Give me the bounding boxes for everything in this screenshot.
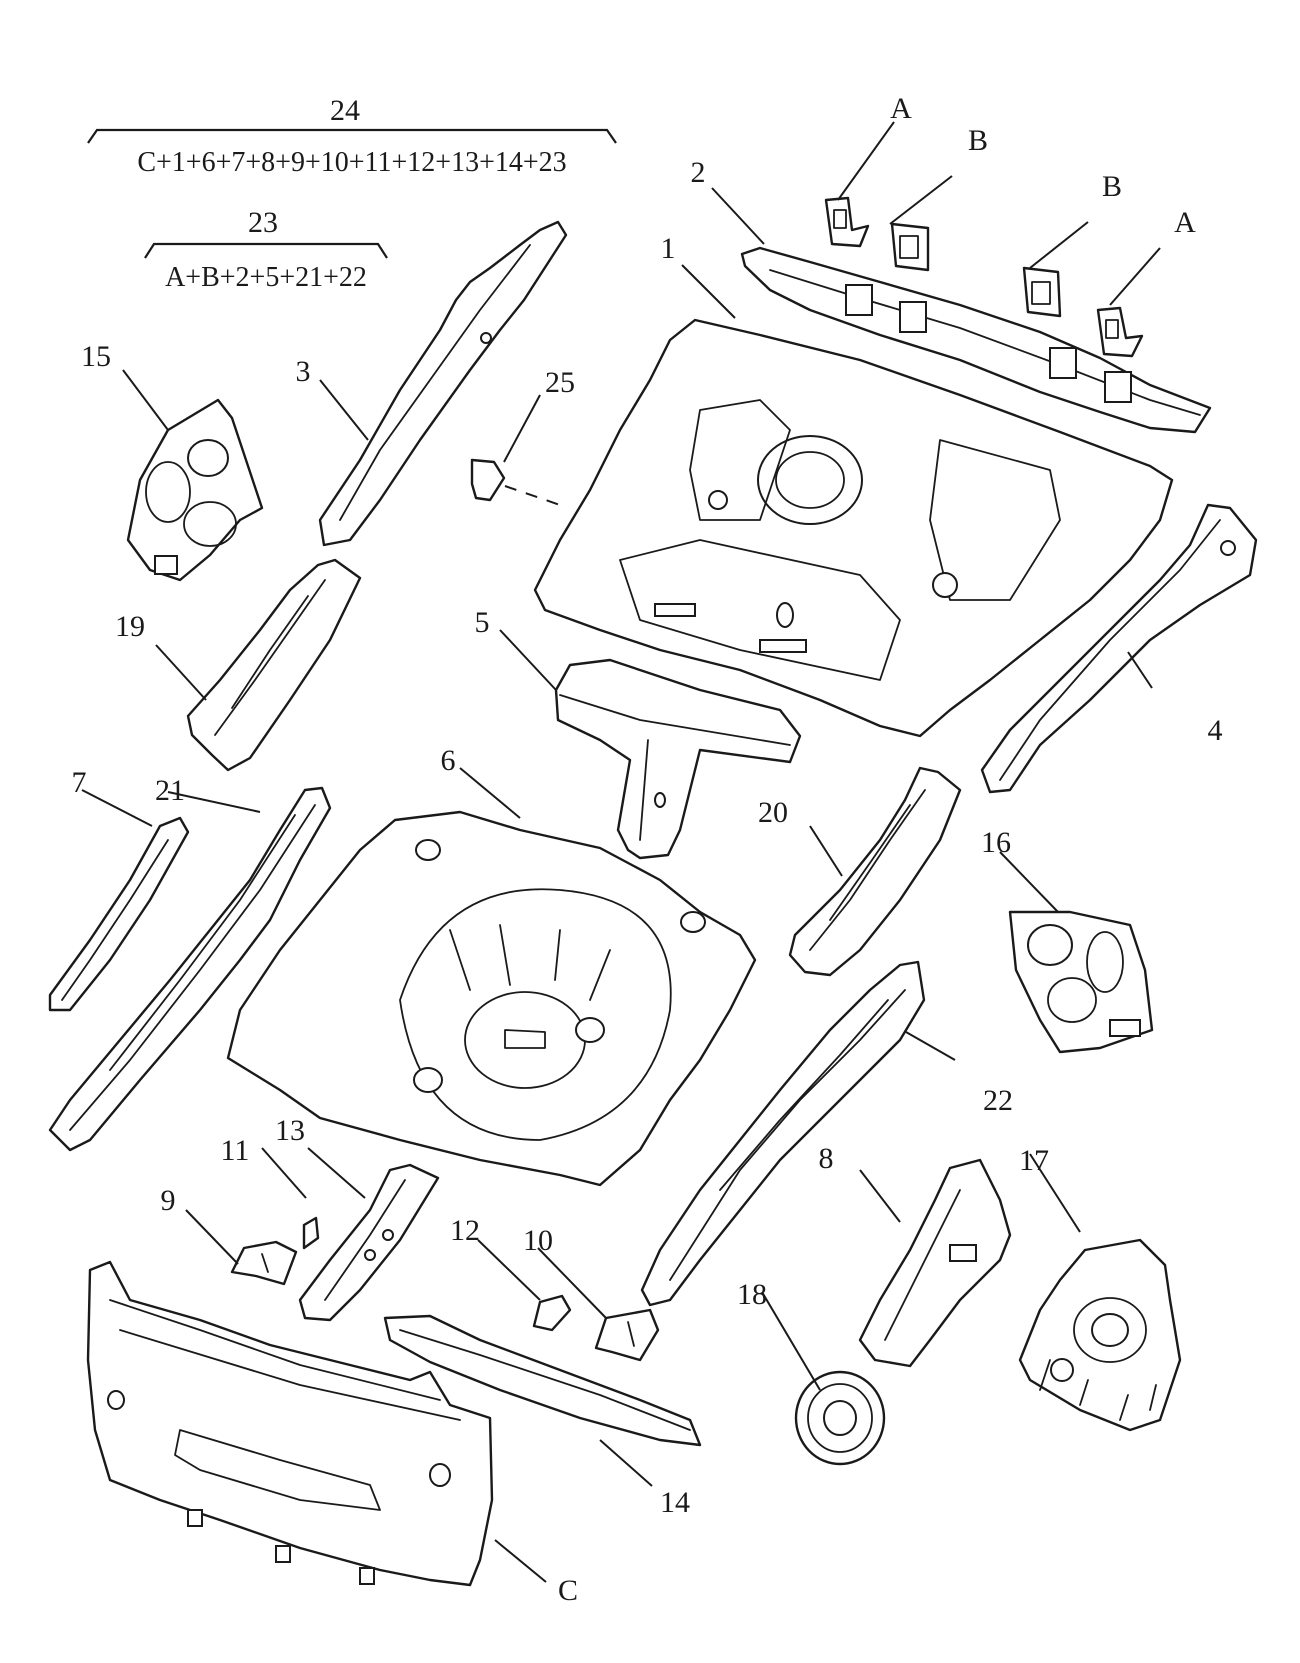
label-16: 16 (981, 826, 1011, 859)
part-21-rail (48, 786, 332, 1152)
part-7-trim (48, 816, 190, 1012)
label-19: 19 (115, 610, 145, 643)
label-B-right: B (1102, 170, 1122, 203)
part-15-plate (126, 398, 264, 582)
assembly-23-number: 23 (248, 206, 278, 239)
part-B-clip-left (890, 222, 930, 272)
part-12-bracket (532, 1294, 572, 1332)
label-20: 20 (758, 796, 788, 829)
part-A-clip-left (824, 196, 870, 248)
label-18: 18 (737, 1278, 767, 1311)
assembly-23-formula: A+B+2+5+21+22 (165, 262, 367, 293)
label-6: 6 (441, 744, 456, 777)
assembly-24-formula: C+1+6+7+8+9+10+11+12+13+14+23 (137, 147, 566, 178)
part-4-side-rail-right (980, 503, 1258, 794)
leader-lines (81, 121, 1161, 1583)
part-18-plug (794, 1370, 886, 1466)
part-13-rail (298, 1163, 440, 1322)
assembly-23: 23 A+B+2+5+21+22 (144, 206, 388, 293)
assembly-24: 24 C+1+6+7+8+9+10+11+12+13+14+23 (87, 94, 617, 178)
label-22: 22 (983, 1084, 1013, 1117)
part-20-rail (788, 766, 962, 977)
part-25-bracket (470, 458, 561, 506)
label-11: 11 (221, 1134, 250, 1167)
part-14-sill (383, 1314, 702, 1447)
part-11-bracket (302, 1216, 320, 1250)
label-3: 3 (296, 355, 311, 388)
label-14: 14 (660, 1486, 690, 1519)
part-8-panel (858, 1158, 1012, 1368)
label-7: 7 (72, 766, 87, 799)
part-2-cross-member (740, 246, 1212, 434)
label-10: 10 (523, 1224, 553, 1257)
label-15: 15 (81, 340, 111, 373)
part-17-plate (1018, 1238, 1182, 1432)
label-A-left: A (890, 92, 912, 125)
label-2: 2 (691, 156, 706, 189)
part-22-rail (640, 960, 926, 1307)
label-12: 12 (450, 1214, 480, 1247)
label-B-left: B (968, 124, 988, 157)
part-6-spare-wheel-floor (226, 810, 757, 1187)
label-9: 9 (161, 1184, 176, 1217)
part-A-clip-right (1096, 306, 1144, 358)
part-5-cross-member (554, 658, 802, 860)
assembly-24-number: 24 (330, 94, 360, 127)
part-B-clip-right (1022, 266, 1062, 318)
label-1: 1 (661, 232, 676, 265)
label-17: 17 (1019, 1144, 1049, 1177)
label-C: C (558, 1574, 578, 1607)
label-13: 13 (275, 1114, 305, 1147)
label-21: 21 (155, 774, 185, 807)
part-16-plate (1008, 910, 1154, 1054)
label-8: 8 (819, 1142, 834, 1175)
part-9-bracket (230, 1240, 298, 1286)
label-25: 25 (545, 366, 575, 399)
callout-labels: A B B A 2 1 3 25 15 4 5 6 19 7 21 20 16 … (72, 92, 1223, 1607)
label-5: 5 (475, 606, 490, 639)
label-4: 4 (1208, 714, 1223, 747)
label-A-right: A (1174, 206, 1196, 239)
part-19-rail (186, 558, 362, 772)
part-C-rear-panel (86, 1260, 494, 1587)
part-3-side-rail-left (318, 220, 568, 547)
part-10-bracket (594, 1308, 660, 1362)
part-1-rear-floor (533, 318, 1174, 738)
